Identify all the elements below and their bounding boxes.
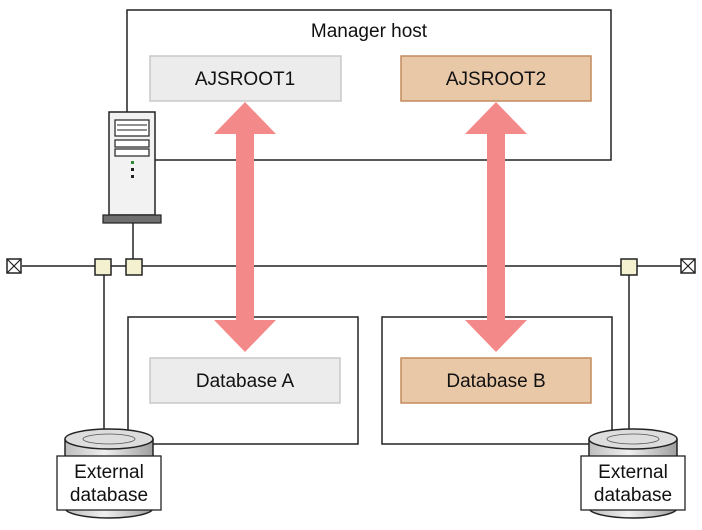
- external-database-right-label-box: [580, 455, 686, 511]
- network-terminator-right-icon: [680, 258, 696, 274]
- double-arrow-ajsroot2-database-b: [465, 102, 527, 352]
- ajsroot1-box: [149, 55, 342, 102]
- server-icon: [102, 111, 162, 260]
- bus-connector-right-db-icon: [620, 258, 638, 276]
- double-arrow-ajsroot1-database-a: [214, 102, 276, 352]
- database-b-label: Database B: [446, 371, 545, 392]
- bus-connector-server-icon: [125, 258, 143, 276]
- external-database-left-line1: External: [74, 462, 144, 483]
- database-a-label: Database A: [196, 371, 295, 392]
- network-terminator-left-icon: [6, 258, 22, 274]
- external-database-left-line2: database: [70, 485, 148, 506]
- bus-connector-left-db-icon: [94, 258, 112, 276]
- external-database-right-line1: External: [598, 462, 668, 483]
- ajsroot1-label: AJSROOT1: [195, 69, 295, 90]
- database-b-box: [400, 357, 592, 404]
- ajsroot2-label: AJSROOT2: [446, 69, 546, 90]
- external-database-left-label-box: [56, 455, 162, 511]
- external-database-right-line2: database: [594, 485, 672, 506]
- database-a-box: [149, 357, 341, 404]
- ajsroot2-box: [400, 55, 592, 102]
- manager-host-label: Manager host: [311, 21, 428, 42]
